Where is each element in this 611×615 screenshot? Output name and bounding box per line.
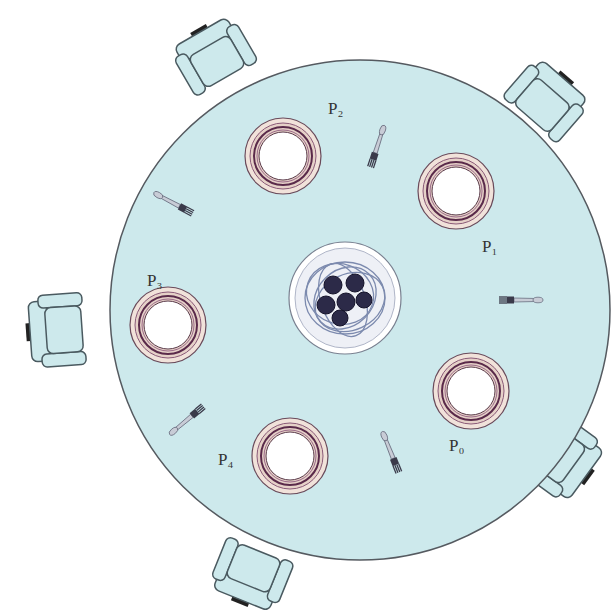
philosopher-label: P₂ xyxy=(328,100,343,117)
philosopher-label: P₀ xyxy=(449,437,464,454)
philosopher-label: P₃ xyxy=(147,272,162,289)
philosopher-label: P₄ xyxy=(218,451,233,468)
philosopher-label: P₁ xyxy=(482,238,497,255)
